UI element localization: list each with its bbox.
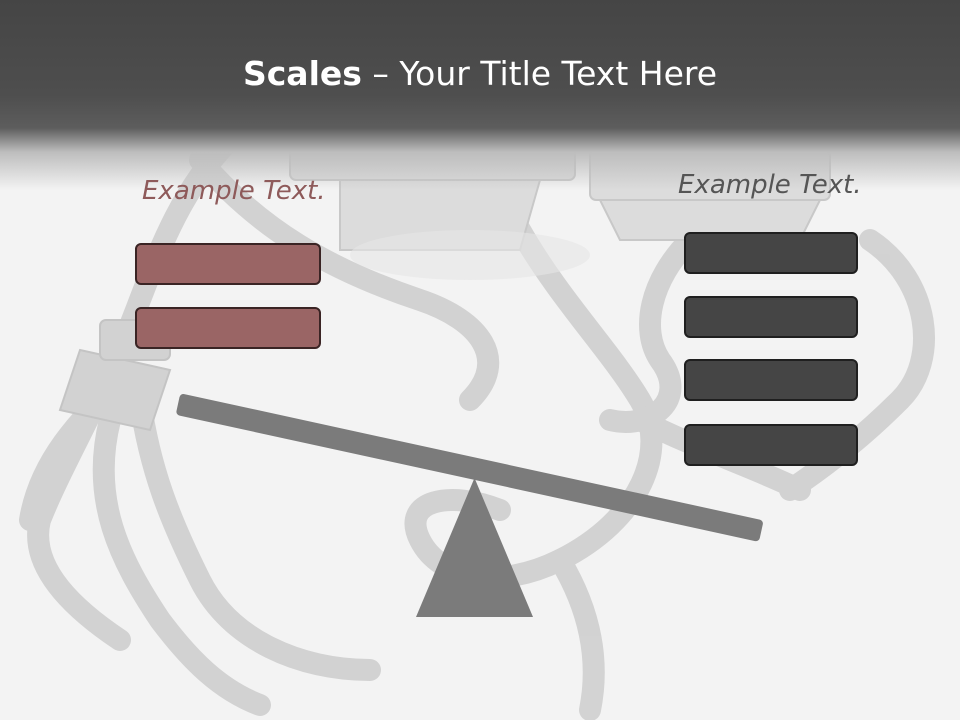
left-example-text: Example Text.: [142, 176, 326, 206]
right-bar-2: [684, 296, 858, 338]
left-bar-1: [135, 243, 321, 285]
right-example-text: Example Text.: [678, 170, 862, 200]
right-bar-1: [684, 232, 858, 274]
title-rest: – Your Title Text Here: [361, 54, 718, 93]
title-bar: [0, 0, 960, 190]
scale-fulcrum-triangle: [416, 478, 533, 617]
left-bar-2: [135, 307, 321, 349]
right-bar-4: [684, 424, 858, 466]
title-bold-word: Scales: [242, 54, 362, 93]
right-bar-3: [684, 359, 858, 401]
slide-title: Scales – Your Title Text Here: [0, 52, 960, 96]
